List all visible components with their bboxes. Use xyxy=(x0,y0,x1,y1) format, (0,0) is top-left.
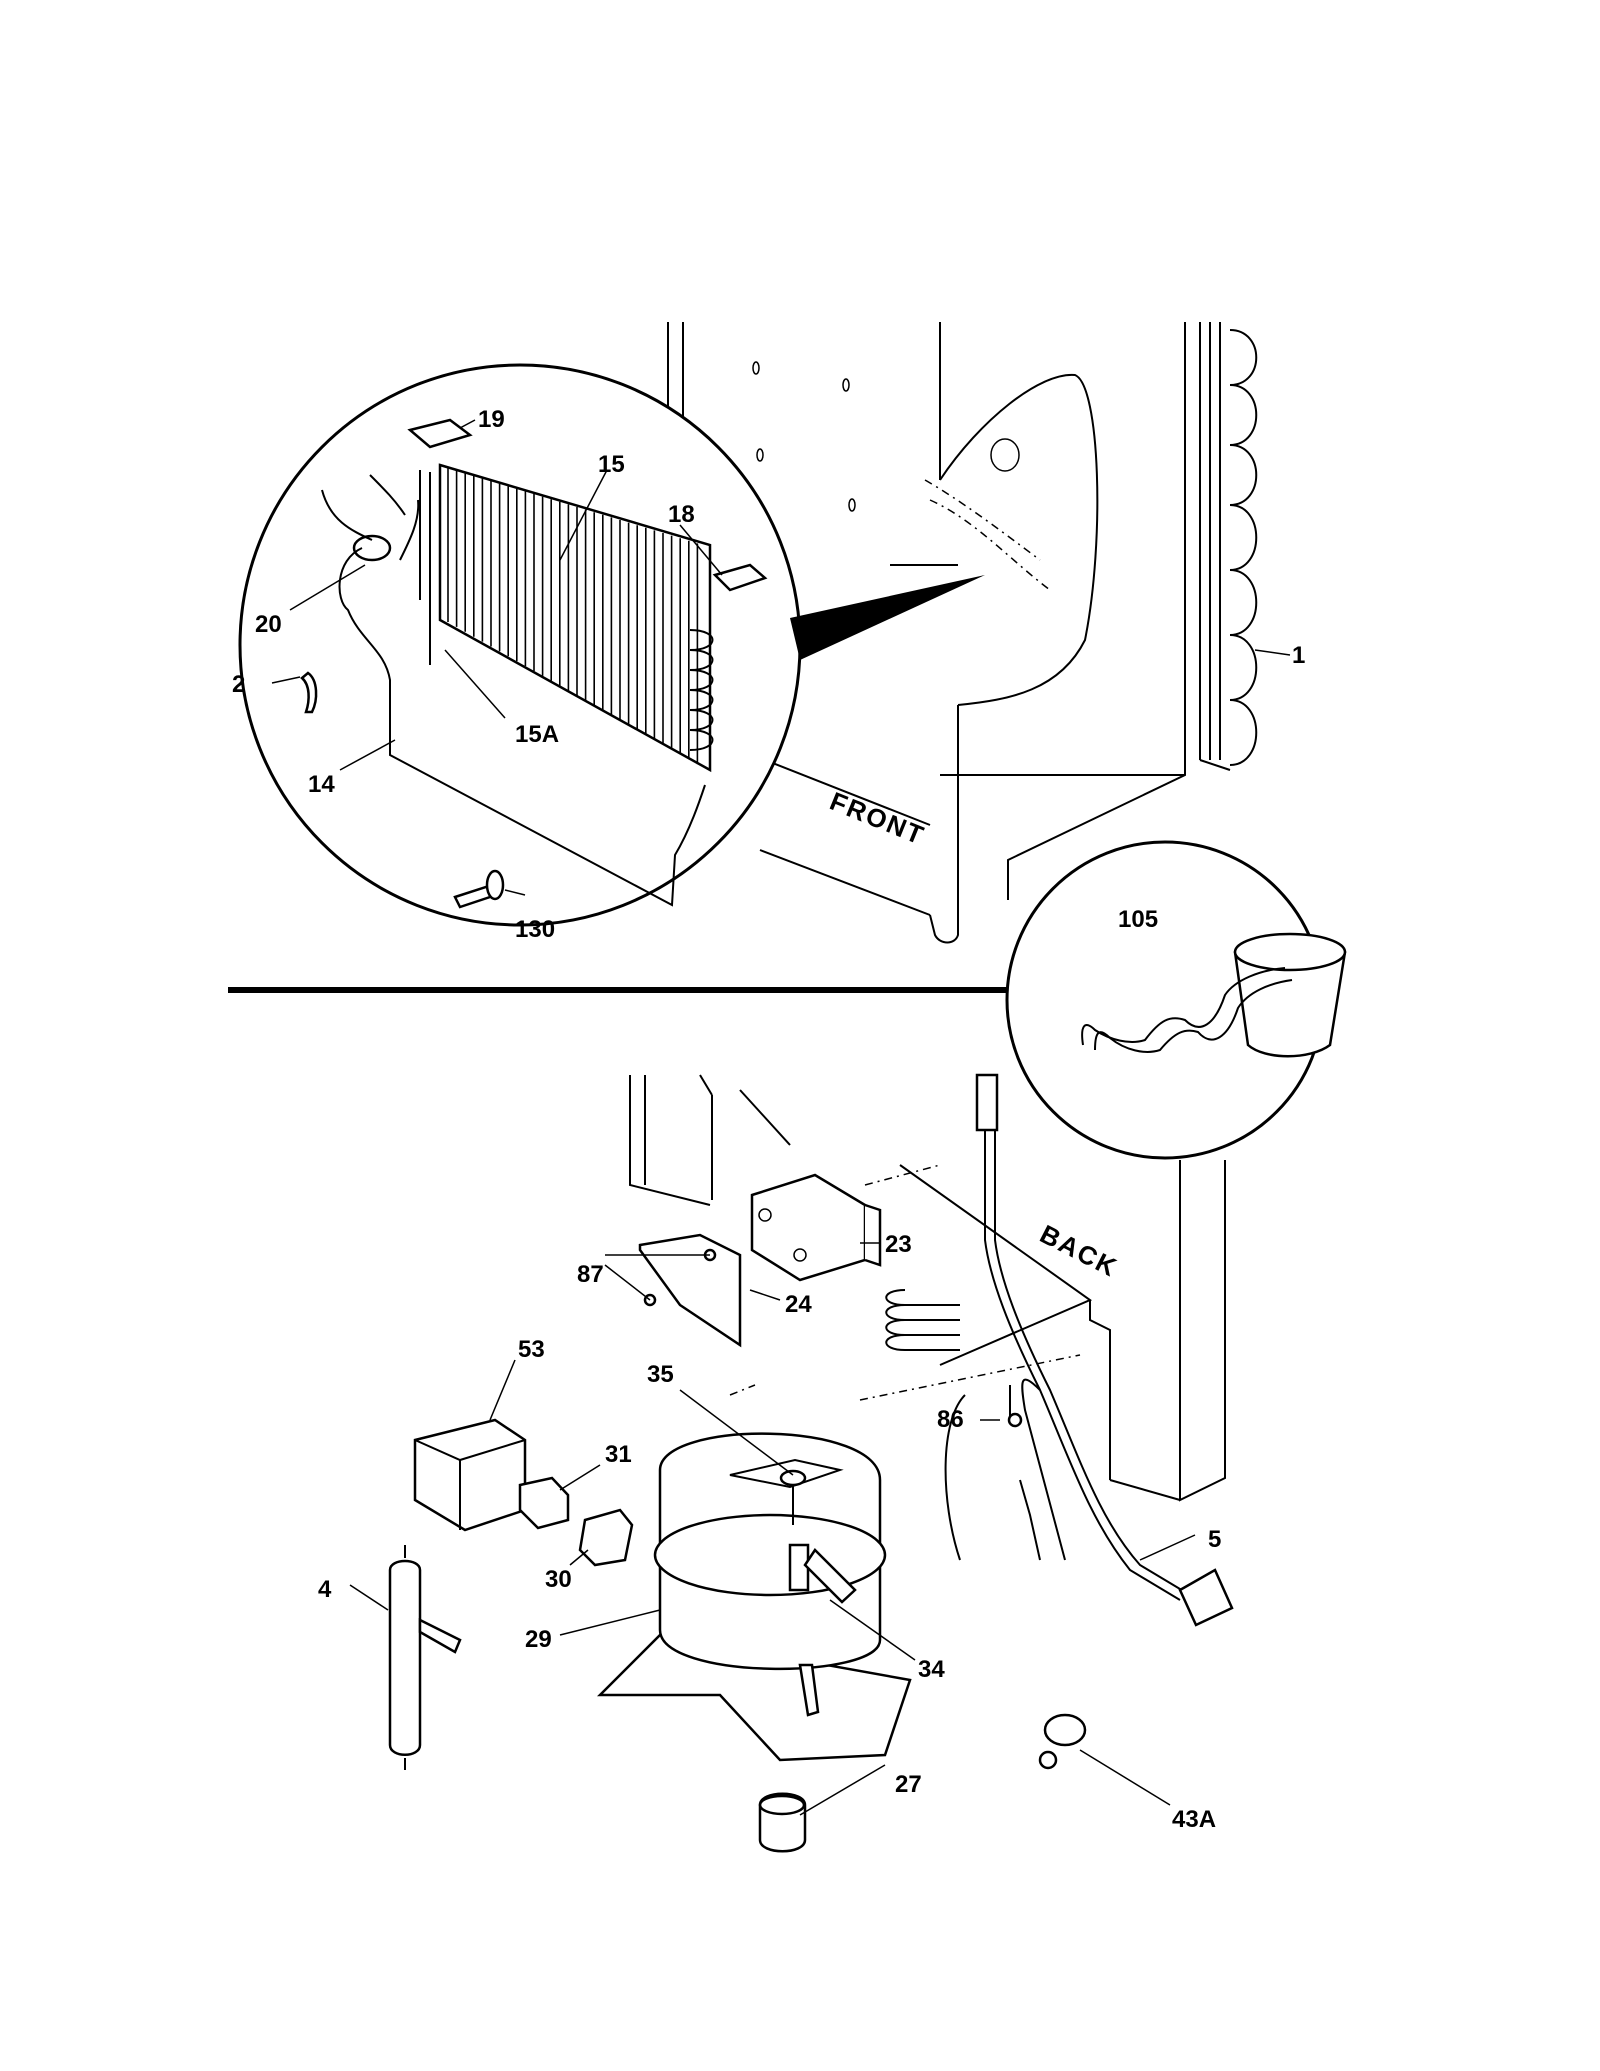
part-19-block xyxy=(407,418,473,449)
part-5-power-cord xyxy=(944,1073,1234,1627)
label-105: 105 xyxy=(1118,906,1158,933)
part-27-grommet xyxy=(758,1792,807,1853)
part-31-connector xyxy=(518,1476,570,1530)
part-30-overload xyxy=(578,1508,634,1567)
label-5: 5 xyxy=(1208,1526,1221,1553)
part-53-relay xyxy=(413,1418,527,1532)
part-24-bracket xyxy=(638,1233,742,1348)
label-14: 14 xyxy=(308,771,335,798)
label-130: 130 xyxy=(515,916,555,943)
part-35-bolt xyxy=(779,1469,807,1525)
label-4: 4 xyxy=(318,1576,332,1603)
part-18-block xyxy=(712,563,768,592)
label-back: BACK xyxy=(1035,1219,1123,1283)
label-19: 19 xyxy=(478,406,505,433)
label-86: 86 xyxy=(937,1406,964,1433)
label-15: 15 xyxy=(598,451,625,478)
label-1: 1 xyxy=(1292,642,1305,669)
label-15a: 15A xyxy=(515,721,559,748)
label-87: 87 xyxy=(577,1261,604,1288)
part-130-fastener xyxy=(453,869,505,909)
part-29-compressor xyxy=(596,1432,912,1762)
part-4-drier xyxy=(388,1545,462,1770)
label-24: 24 xyxy=(785,1291,812,1318)
label-43a: 43A xyxy=(1172,1806,1216,1833)
evaporator xyxy=(419,463,714,773)
label-18: 18 xyxy=(668,501,695,528)
leader-lines xyxy=(271,419,1291,1816)
label-29: 29 xyxy=(525,1626,552,1653)
condenser-coil xyxy=(1199,322,1258,771)
label-53: 53 xyxy=(518,1336,545,1363)
label-20: 20 xyxy=(255,611,282,638)
cabinet-bottom xyxy=(629,1074,1226,1502)
label-35: 35 xyxy=(647,1361,674,1388)
evaporator-fins xyxy=(447,468,699,765)
part-23-defrost-timer xyxy=(750,1173,882,1282)
label-front: FRONT xyxy=(826,786,930,851)
part-14-heater xyxy=(389,720,706,907)
cabinet-top xyxy=(667,322,1186,944)
part-20-thermostat xyxy=(321,474,420,720)
label-34: 34 xyxy=(918,1656,945,1683)
part-2-clip xyxy=(300,671,318,714)
label-30: 30 xyxy=(545,1566,572,1593)
label-23: 23 xyxy=(885,1231,912,1258)
label-27: 27 xyxy=(895,1771,922,1798)
wire-harness xyxy=(885,1289,960,1351)
part-43a-clamp xyxy=(1038,1713,1087,1770)
label-31: 31 xyxy=(605,1441,632,1468)
drain-pan-detail-circle xyxy=(1005,840,1347,1160)
part-86-screw xyxy=(1007,1412,1023,1428)
label-2: 2 xyxy=(232,671,245,698)
